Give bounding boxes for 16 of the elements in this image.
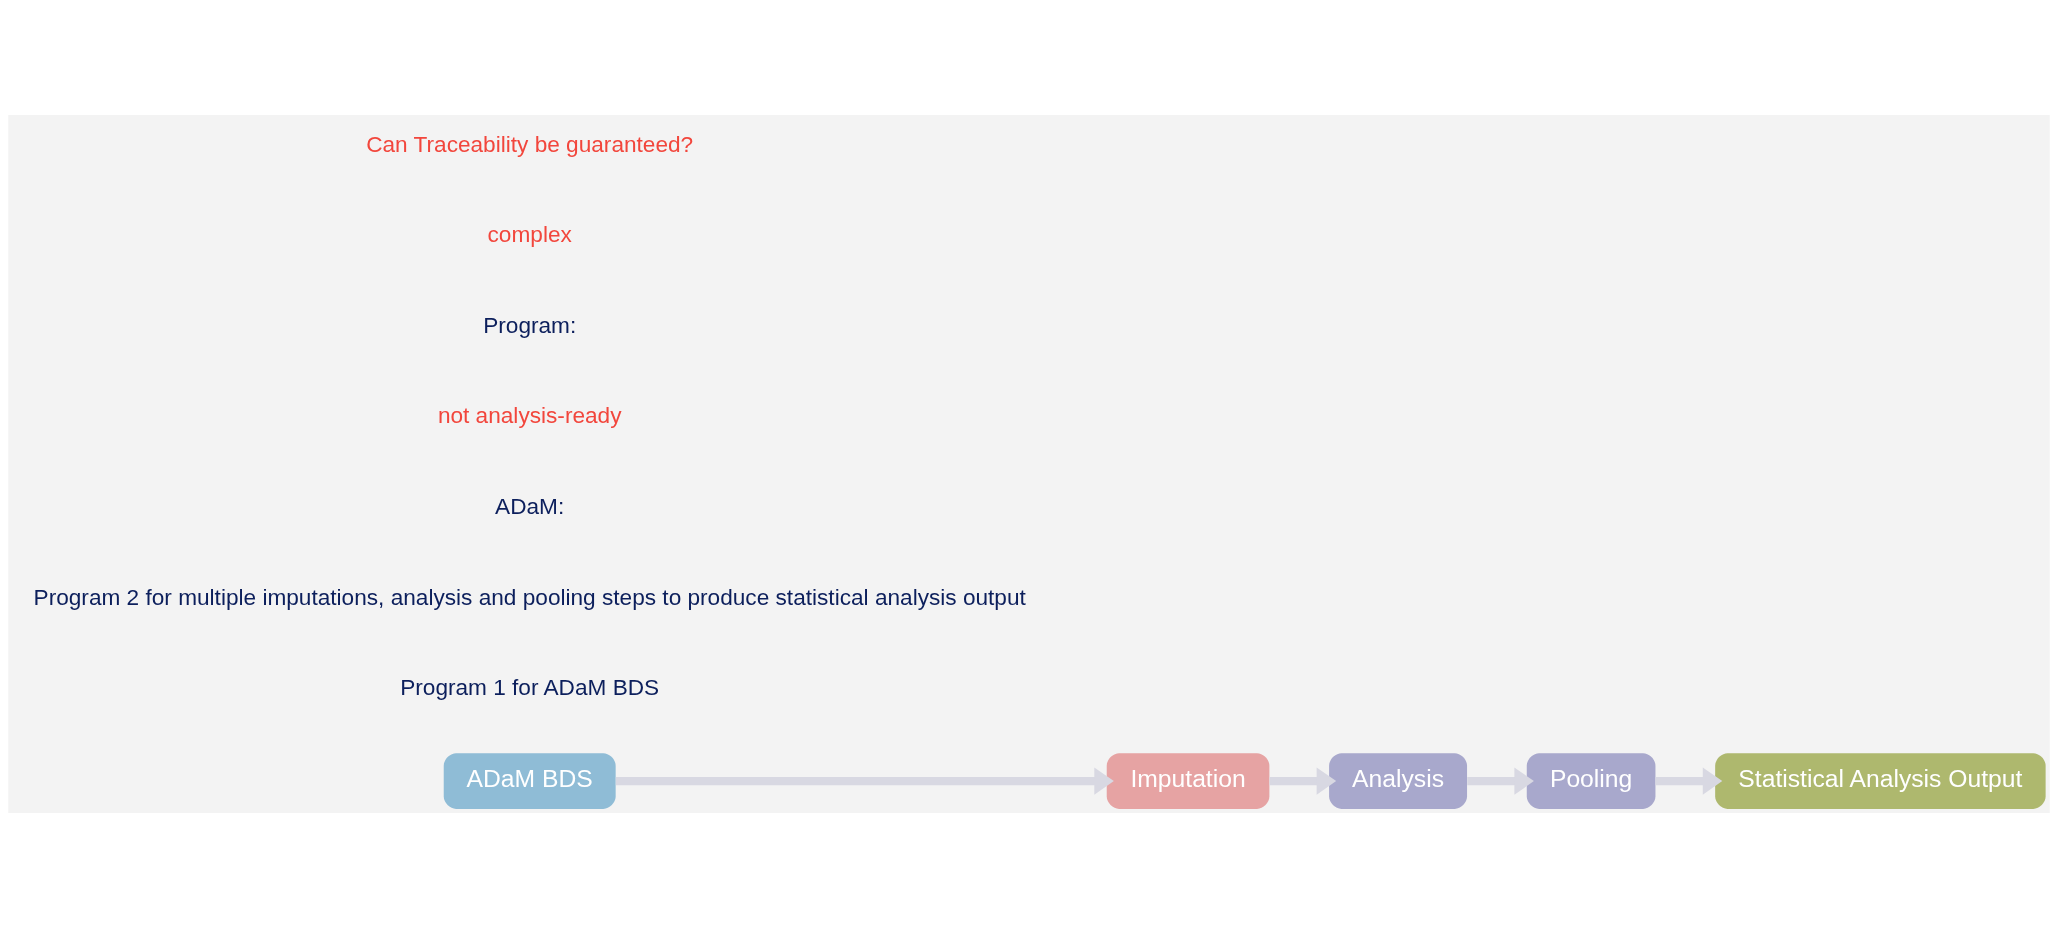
label: ADaM:: [495, 494, 565, 520]
node-box: Statistical Analysis Output: [1715, 753, 2046, 809]
node-box: Pooling: [1526, 753, 1656, 809]
arrow: [1269, 767, 1337, 795]
label: complex: [487, 222, 572, 248]
label: Program 1 for ADaM BDS: [400, 675, 660, 701]
label: not analysis-ready: [437, 403, 622, 429]
node-box: ADaM BDS: [443, 753, 616, 809]
node-box: Analysis: [1329, 753, 1468, 809]
arrow: [615, 767, 1114, 795]
arrow: [1655, 767, 1723, 795]
node-box: Imputation: [1106, 753, 1270, 809]
label: Program:: [483, 312, 577, 338]
arrow: [1467, 767, 1534, 795]
label: Can Traceability be guaranteed?: [366, 131, 694, 157]
label: Program 2 for multiple imputations, analysis and pooling steps to produce statistical analysis output: [33, 584, 1026, 610]
